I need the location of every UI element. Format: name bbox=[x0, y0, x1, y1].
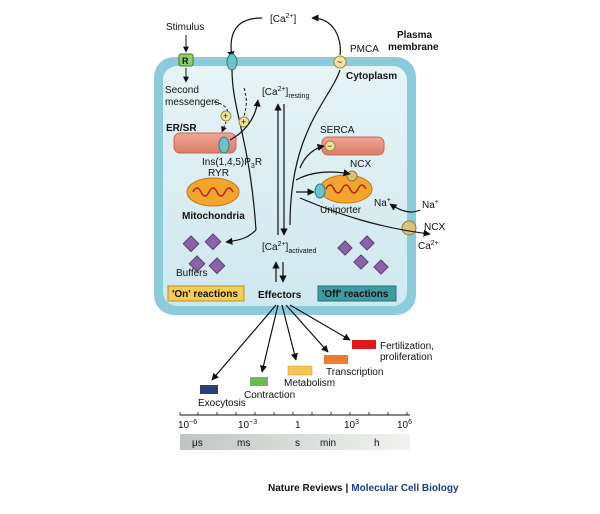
uniporter-label: Uniporter bbox=[320, 205, 362, 216]
buffers-left bbox=[182, 233, 226, 275]
tick-1: 1 bbox=[295, 420, 301, 431]
na-inner-label: Na+ bbox=[374, 197, 391, 209]
ca-entry-channel bbox=[226, 53, 238, 71]
second-messenger-plus-1 bbox=[220, 110, 232, 122]
tick-1e-3: 10−3 bbox=[238, 419, 257, 431]
mitochondrion-right bbox=[319, 174, 373, 204]
transcription-bar bbox=[324, 355, 348, 364]
tick-1e3: 103 bbox=[344, 419, 359, 431]
tick-1e6: 106 bbox=[397, 419, 412, 431]
svg-text:+: + bbox=[241, 117, 246, 127]
receptor bbox=[178, 53, 194, 67]
buffers-label: Buffers bbox=[176, 268, 208, 279]
metabolism-bar bbox=[287, 365, 313, 376]
second-messenger-plus-2 bbox=[238, 116, 250, 128]
fertilization-label: Fertilization,proliferation bbox=[380, 341, 434, 363]
ca-outer-label: Ca2+ bbox=[418, 240, 439, 252]
pmca-pump bbox=[333, 55, 347, 69]
fertilization-bar bbox=[352, 340, 376, 349]
buffers-right bbox=[337, 235, 389, 275]
on-reactions-label: 'On' reactions bbox=[172, 289, 238, 300]
serca-label: SERCA bbox=[320, 125, 355, 136]
on-reactions-box bbox=[167, 285, 245, 302]
timescale-minor-ticks bbox=[179, 412, 408, 415]
transcription-label: Transcription bbox=[326, 367, 383, 378]
svg-text:+: + bbox=[223, 111, 228, 121]
svg-text:~: ~ bbox=[337, 57, 342, 67]
tick-1e-6: 10−6 bbox=[178, 419, 197, 431]
ryr-label: RYR bbox=[208, 168, 229, 179]
mitochondria-label: Mitochondria bbox=[182, 211, 245, 222]
plasma-ncx bbox=[401, 220, 417, 236]
ca-extracellular-label: [Ca2+] bbox=[270, 13, 297, 25]
svg-text:−: − bbox=[327, 141, 332, 151]
contraction-bar bbox=[250, 377, 268, 386]
er-sr-label: ER/SR bbox=[166, 123, 197, 134]
stimulus-label: Stimulus bbox=[166, 22, 204, 33]
receptor-label: R bbox=[182, 56, 189, 66]
unit-h: h bbox=[374, 438, 380, 449]
unit-min: min bbox=[320, 438, 336, 449]
pmca-label: PMCA bbox=[350, 44, 379, 55]
metabolism-label: Metabolism bbox=[284, 378, 335, 389]
journal-credit: Nature Reviews|Molecular Cell Biology bbox=[268, 483, 459, 494]
timescale-units-bar bbox=[180, 434, 410, 450]
ip3r-label: Ins(1,4,5)P3R bbox=[202, 157, 262, 170]
contraction-label: Contraction bbox=[244, 390, 295, 401]
mitochondrion-left bbox=[186, 177, 240, 207]
exocytosis-label: Exocytosis bbox=[198, 398, 246, 409]
mito-ncx bbox=[346, 170, 358, 182]
cytoplasm-label: Cytoplasm bbox=[346, 71, 397, 82]
ca-activated-label: [Ca2+]activated bbox=[262, 241, 316, 255]
effectors-label: Effectors bbox=[258, 290, 302, 301]
exocytosis-bar bbox=[200, 385, 218, 394]
ip3r-channel bbox=[218, 136, 230, 154]
na-outer-label: Na+ bbox=[422, 199, 439, 211]
off-reactions-label: 'Off' reactions bbox=[322, 289, 389, 300]
unit-ms: ms bbox=[237, 438, 250, 449]
unit-s: s bbox=[295, 438, 300, 449]
serca-pump bbox=[324, 140, 336, 152]
unit-us: μs bbox=[192, 438, 203, 449]
ncx-outer-label: NCX bbox=[424, 222, 445, 233]
ca-resting-label: [Ca2+]resting bbox=[262, 86, 309, 100]
ncx-inner-label: NCX bbox=[350, 159, 371, 170]
uniporter-channel bbox=[314, 183, 326, 199]
off-reactions-box bbox=[317, 285, 397, 302]
